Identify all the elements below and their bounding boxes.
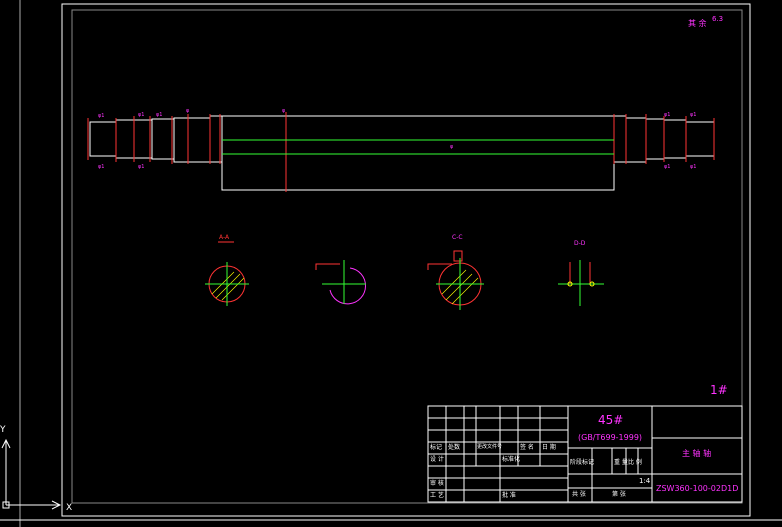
svg-text:φ1: φ1 [156, 112, 162, 118]
part-name: 主 轴 轴 [682, 449, 712, 458]
svg-text:φ1: φ1 [690, 164, 696, 170]
svg-text:φ1: φ1 [664, 112, 670, 118]
svg-text:φ1: φ1 [138, 112, 144, 118]
shaft-dimension-text: φ1 φ1 φ1 φ φ φ1 φ1 φ1 φ1 φ1 φ1 φ [98, 108, 696, 170]
tb-sheet-no: 第 张 [612, 491, 626, 498]
svg-text:φ1: φ1 [98, 164, 104, 170]
section-partial-arc [315, 260, 366, 305]
standard-label: (GB/T699-1999) [578, 433, 643, 442]
shaft-main-view [89, 115, 715, 191]
section-c-c [427, 250, 484, 310]
tb-ratio: 比 例 [628, 459, 642, 466]
sheet-mark: 1# [710, 383, 728, 397]
tb-standardize: 标准化 [502, 456, 521, 463]
tb-stage-mark: 阶段标记 [570, 459, 595, 466]
tb-process: 工 艺 [430, 492, 444, 499]
drawing-border [19, 0, 751, 527]
section-label-c: C-C [452, 234, 463, 241]
tb-count: 处数 [448, 444, 461, 451]
tb-date: 日 期 [542, 444, 556, 451]
roughness-value: 6.3 [712, 15, 724, 23]
title-block [427, 405, 743, 503]
material-label: 45# [598, 413, 624, 427]
drawing-number: ZSW360-100-02D1D [656, 484, 739, 493]
section-a-a [205, 241, 249, 306]
svg-text:φ1: φ1 [690, 112, 696, 118]
svg-text:φ: φ [282, 108, 286, 114]
section-d-d [558, 260, 604, 306]
svg-text:φ: φ [450, 144, 454, 150]
tb-check: 审 核 [430, 480, 444, 487]
tb-approve: 批 准 [502, 492, 516, 499]
roughness-note: 其 余 [688, 19, 707, 28]
ucs-y-label: Y [0, 425, 6, 435]
svg-text:φ1: φ1 [664, 164, 670, 170]
scale-value: 1:4 [639, 477, 651, 485]
tb-sheets: 共 张 [572, 491, 586, 498]
tb-sign: 签 名 [520, 444, 534, 451]
tb-design: 设 计 [430, 456, 444, 463]
section-label-a: A-A [219, 234, 230, 241]
svg-text:φ1: φ1 [138, 164, 144, 170]
section-label-d: D-D [574, 240, 586, 247]
shaft-keyway-lines [222, 139, 614, 155]
tb-zone: 更改文件号 [477, 444, 503, 450]
tb-mark: 标记 [430, 444, 443, 451]
ucs-icon [1, 438, 62, 510]
shaft-red-dimension-lines [87, 112, 715, 192]
tb-weight: 重 量 [614, 459, 628, 466]
svg-text:φ1: φ1 [98, 113, 104, 119]
ucs-x-label: X [66, 503, 73, 513]
svg-text:φ: φ [186, 108, 190, 114]
